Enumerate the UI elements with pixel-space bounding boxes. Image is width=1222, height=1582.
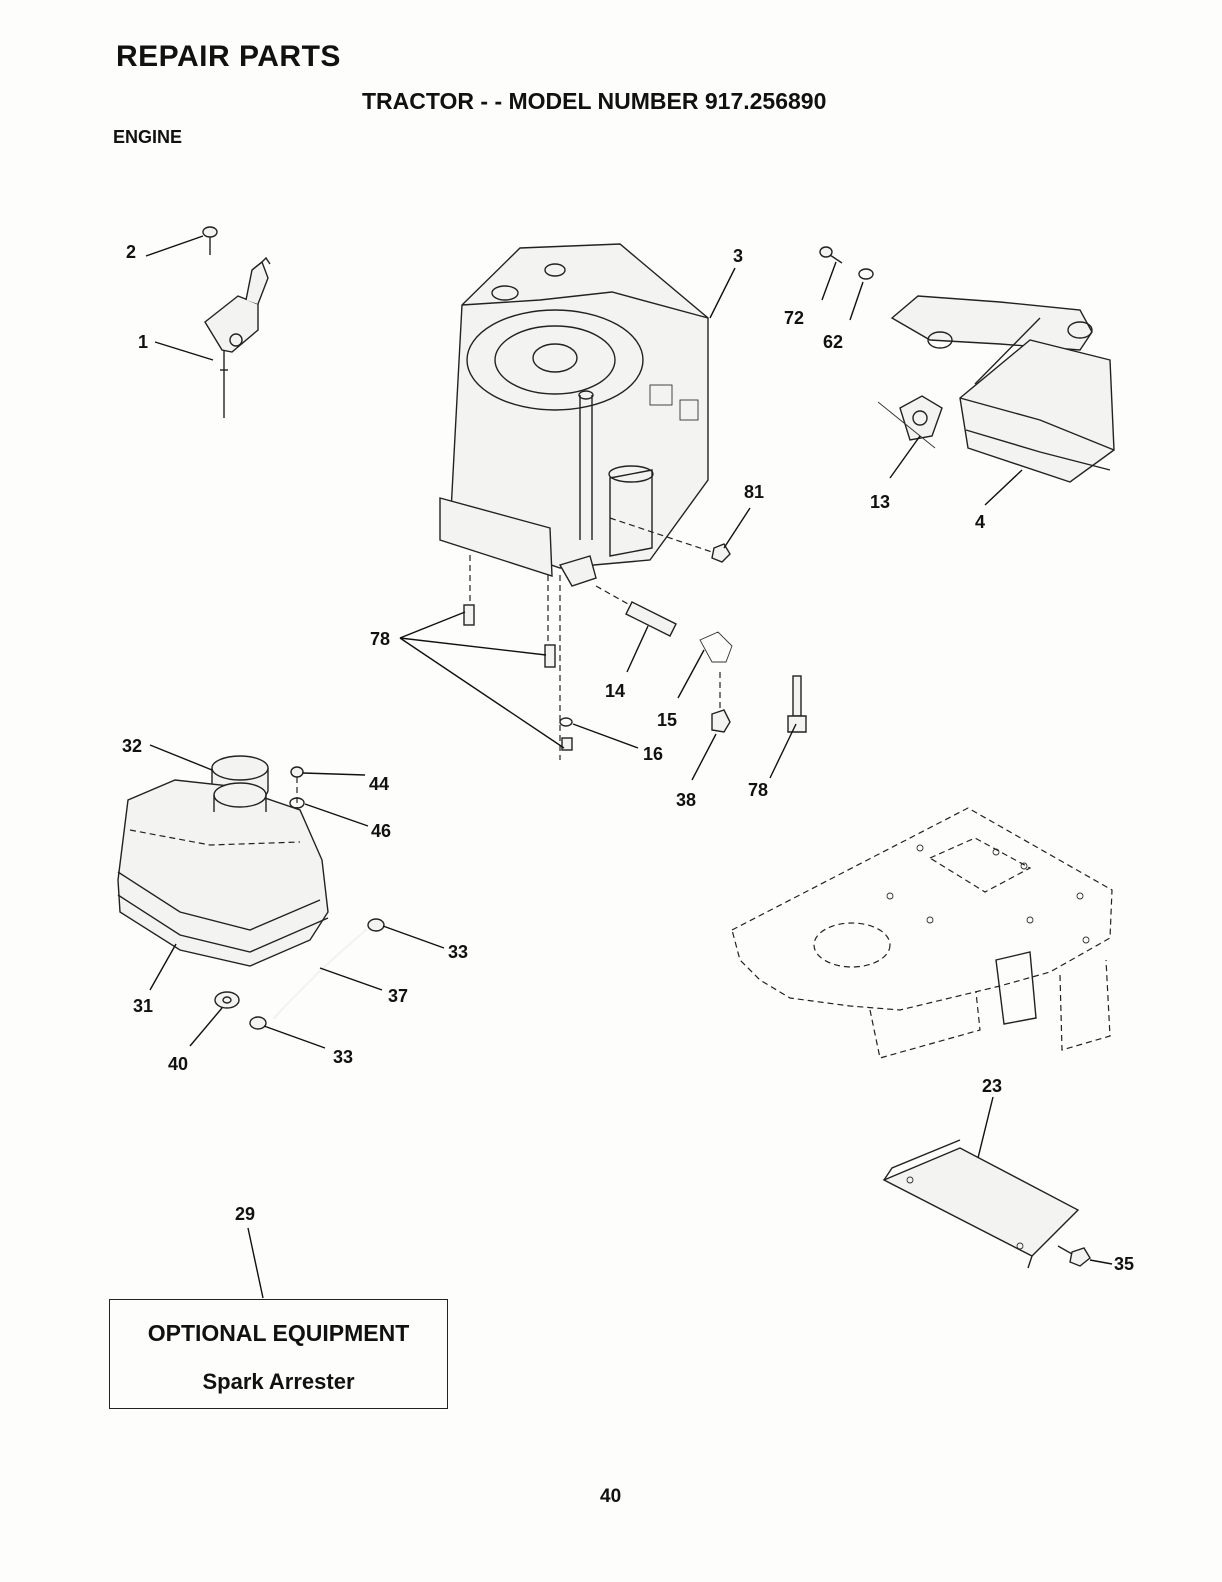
callout-38: 38 (676, 790, 696, 810)
callout-81: 81 (744, 482, 764, 502)
callout-78-b: 78 (748, 780, 768, 800)
callout-23: 23 (982, 1076, 1002, 1096)
callout-72: 72 (784, 308, 804, 328)
model-subtitle: TRACTOR - - MODEL NUMBER 917.256890 (362, 88, 827, 114)
callout-35: 35 (1114, 1254, 1134, 1274)
callout-62: 62 (823, 332, 843, 352)
tank-washer (289, 797, 305, 809)
drain-nut (609, 517, 731, 563)
throttle-screw (202, 226, 218, 255)
callout-2: 2 (126, 242, 136, 262)
hose-clamp (249, 918, 385, 1030)
callout-3: 3 (733, 246, 743, 266)
spark-arrester-label: Spark Arrester (202, 1369, 355, 1394)
callout-78-a: 78 (370, 629, 390, 649)
optional-equipment-title: OPTIONAL EQUIPMENT (147, 1320, 410, 1346)
optional-equipment-box: OPTIONAL EQUIPMENT Spark Arrester (109, 1299, 448, 1409)
fuel-tank (117, 779, 329, 967)
callout-33-a: 33 (448, 942, 468, 962)
drain-elbow (699, 631, 733, 663)
callout-14: 14 (605, 681, 625, 701)
callout-46: 46 (371, 821, 391, 841)
engine-bolt (463, 604, 807, 751)
chassis-frame (731, 807, 1113, 1059)
callout-33-b: 33 (333, 1047, 353, 1067)
shield-screw (1057, 1245, 1091, 1267)
callout-37: 37 (388, 986, 408, 1006)
callout-4: 4 (975, 512, 985, 532)
callout-15: 15 (657, 710, 677, 730)
callout-44: 44 (369, 774, 389, 794)
hex-nut (711, 672, 731, 733)
muffler-bolt (819, 246, 843, 264)
oil-drain-pipe (595, 585, 677, 637)
callout-31: 31 (133, 996, 153, 1016)
callout-16: 16 (643, 744, 663, 764)
muffler-washer (858, 268, 874, 280)
callout-29: 29 (235, 1204, 255, 1224)
heat-shield (882, 1139, 1080, 1269)
callout-40: 40 (168, 1054, 188, 1074)
tank-grommet (214, 991, 240, 1009)
callout-32: 32 (122, 736, 142, 756)
page-title: REPAIR PARTS (116, 40, 341, 73)
section-heading: ENGINE (113, 127, 183, 147)
callouts: 2 1 3 72 62 81 13 4 78 14 15 16 38 78 32… (122, 242, 1134, 1274)
exhaust-gasket (877, 395, 943, 449)
fuel-line (273, 929, 367, 1019)
throttle-control (204, 256, 271, 418)
engine (439, 243, 709, 760)
callout-13: 13 (870, 492, 890, 512)
engine-washer (559, 717, 573, 727)
callout-1: 1 (138, 332, 148, 352)
leader-lines (145, 235, 1113, 1299)
page-number: 40 (600, 1486, 622, 1507)
muffler (890, 295, 1115, 483)
